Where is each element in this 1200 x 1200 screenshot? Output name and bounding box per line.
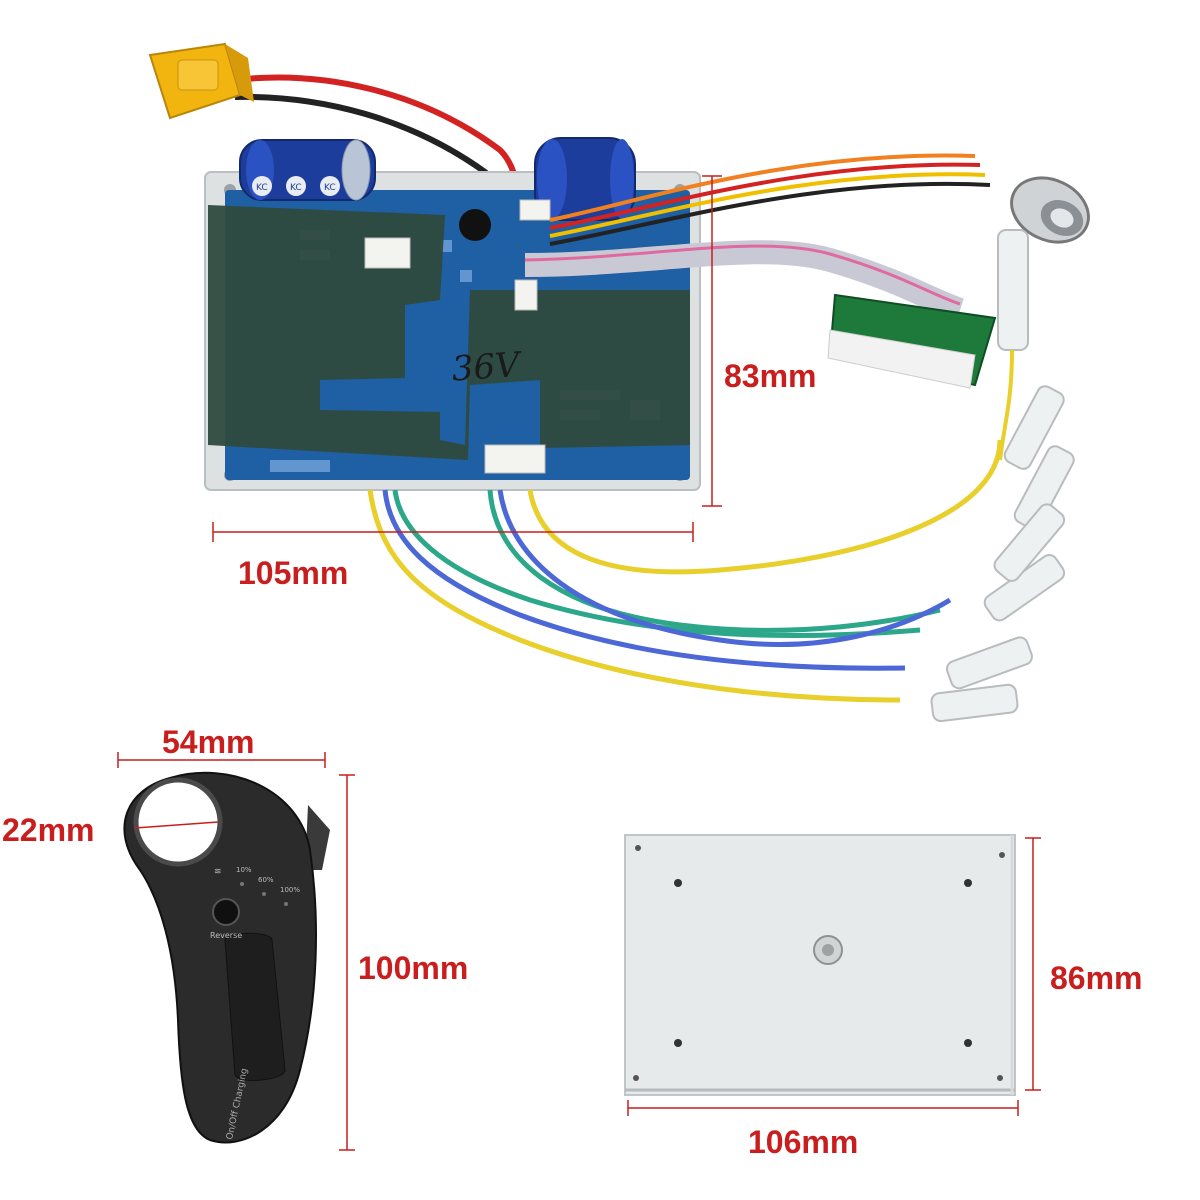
plate-width-label: 106mm (748, 1124, 859, 1160)
led-indicator (284, 902, 288, 906)
led-indicator (262, 892, 266, 896)
remote-width-label: 54mm (162, 724, 255, 760)
insulation-sheet (208, 205, 690, 460)
capacitor-left-icon (239, 139, 376, 201)
jst-connector-icon (514, 279, 538, 311)
aluminium-plate (624, 834, 1016, 1096)
ribbon-cable (524, 240, 964, 322)
led-label-10: 10% (236, 866, 252, 874)
board-handwriting: 36V (450, 345, 524, 390)
controller-board: 36V KC KC KC (148, 42, 1090, 723)
corner-hole-icon (635, 845, 641, 851)
led-label-60: 60% (258, 876, 274, 884)
phase-wire-green (487, 489, 941, 633)
remote-grip-panel (224, 932, 286, 1081)
remote-hole-label: 22mm (2, 812, 95, 848)
board-width-label: 105mm (238, 555, 349, 591)
corner-hole-icon (999, 852, 1005, 858)
remote-control: Reverse ≋ 10% 60% 100% On/Off Charging (123, 771, 330, 1144)
board-height-label: 83mm (724, 358, 817, 394)
display-board-icon (827, 293, 997, 389)
bullet-connector-icons (930, 385, 1075, 723)
capacitor-label: KC (256, 183, 268, 193)
buzzer-icon (459, 209, 491, 241)
capacitor-label: KC (290, 183, 302, 193)
reverse-button-label: Reverse (210, 931, 242, 940)
plate-dimension-lines (627, 837, 1041, 1116)
xt60-connector-icon (148, 42, 254, 120)
mounting-hole-icon (964, 1039, 972, 1047)
mounting-hole-icon (674, 879, 682, 887)
jst-connector-icon (484, 444, 546, 474)
led-indicator (240, 882, 244, 886)
remote-dimension-lines (117, 752, 355, 1151)
jst-connector-icon (519, 199, 551, 221)
plate-height-label: 86mm (1050, 960, 1143, 996)
phase-wire-green (392, 489, 921, 639)
capacitor-right-icon (534, 137, 636, 221)
hall-connector-icon (997, 229, 1029, 351)
phase-wire-blue (382, 489, 906, 671)
remote-thumb-hole (133, 777, 223, 867)
board-dimension-lines (212, 175, 722, 542)
corner-hole-icon (633, 1075, 639, 1081)
phase-wire-yellow (527, 439, 1003, 575)
mounting-hole-icon (674, 1039, 682, 1047)
jst-connector-icon (364, 237, 411, 269)
corner-hole-icon (997, 1075, 1003, 1081)
power-switch-icon (1010, 176, 1090, 244)
mounting-hole-icon (964, 879, 972, 887)
remote-height-label: 100mm (358, 950, 469, 986)
signal-icon: ≋ (214, 867, 222, 877)
phase-wire-yellow (367, 489, 901, 703)
reverse-button[interactable] (212, 898, 240, 926)
center-hole-inner (822, 944, 834, 956)
phase-wire-blue (497, 489, 952, 647)
led-label-100: 100% (280, 886, 300, 894)
capacitor-label: KC (324, 183, 336, 193)
